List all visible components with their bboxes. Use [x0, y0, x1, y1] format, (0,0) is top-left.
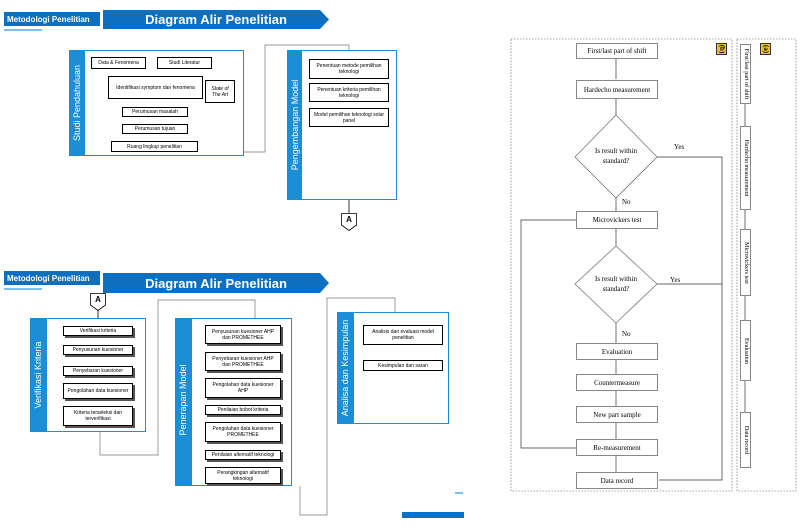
- panel-side-bar: [337, 312, 354, 424]
- flow-box: State of The Art: [205, 80, 235, 103]
- panel-side-bar: [30, 318, 47, 432]
- banner-title: Diagram Alir Penelitian: [103, 273, 329, 293]
- yes-label: Yes: [670, 276, 681, 284]
- no-label: No: [622, 330, 631, 338]
- section-label: Metodologi Penelitian: [4, 271, 100, 285]
- flow-box: Penyusunan kuesioner AHP dan PROMETHEE: [205, 325, 281, 344]
- flow-box: Penyebaran kuesioner AHP dan PROMETHEE: [205, 352, 281, 371]
- section-label: Metodologi Penelitian: [4, 12, 100, 26]
- flow-box: Penyebaran kuesioner: [63, 366, 133, 376]
- flow-box: Identifikasi symptom dan fenomena: [108, 76, 203, 99]
- flow-box: Penilaian bobot kriteria: [205, 405, 281, 415]
- step-box: Data record: [576, 472, 658, 489]
- vertical-step-box: Microvickers test: [740, 229, 751, 296]
- flow-box: Pengolahan data kuesioner: [63, 383, 133, 399]
- flow-box: Studi Literatur: [157, 57, 212, 69]
- connector-a: A: [90, 293, 106, 311]
- flow-box: Perumusan tujuan: [122, 124, 188, 134]
- flow-box: Analisis dan evaluasi model penelitian: [363, 325, 443, 345]
- flow-box: Penyusunan kuesioner: [63, 345, 133, 355]
- no-label: No: [622, 198, 631, 206]
- connector-label: A: [346, 215, 352, 224]
- flow-box: Perangkingan alternatif teknologi: [205, 467, 281, 484]
- flow-box: Penentuan metode pemilihan teknologi: [309, 59, 389, 79]
- decision-text: Is result within standard?: [595, 275, 637, 293]
- label-b-badge: (b): [716, 43, 727, 55]
- vertical-step-box: First/last part of shift: [740, 44, 751, 104]
- yes-label: Yes: [674, 143, 685, 151]
- flow-box: Penentuan kriteria pemilihan teknologi: [309, 83, 389, 102]
- step-box: First/last part of shift: [576, 43, 658, 59]
- panel-side-bar: [287, 50, 302, 200]
- banner-title: Diagram Alir Penelitian: [103, 10, 329, 29]
- flow-box: Perumusan masalah: [122, 107, 188, 117]
- flow-box: Ruang lingkup penelitian: [111, 141, 198, 152]
- flow-box: Kesimpulan dan saran: [363, 360, 443, 371]
- label-a-badge: (a): [760, 43, 771, 55]
- panel-title: Penerapan Model: [178, 364, 188, 436]
- flow-box: Model pemilihan teknologi solar panel: [309, 108, 389, 127]
- panel-title: Pengembangan Model: [290, 79, 300, 171]
- step-box: Countermeasure: [576, 374, 658, 391]
- panel-title: Studi Pendahuluan: [72, 64, 82, 142]
- panel-title: Verifikasi Kriteria: [33, 341, 43, 409]
- step-box: Microvickers test: [576, 211, 658, 229]
- accent-line: [4, 288, 42, 290]
- flow-box: Verifikasi kriteria: [63, 326, 133, 336]
- step-box: Evaluation: [576, 343, 658, 360]
- connector-label: A: [95, 295, 101, 304]
- flow-box: Pengolahan data kuesioner AHP: [205, 378, 281, 398]
- flow-box: Penilaian alternatif teknologi: [205, 450, 281, 460]
- connector-a: A: [341, 213, 357, 231]
- flow-box: Data & Fenomena: [91, 57, 146, 69]
- decision-text: Is result within standard?: [595, 147, 637, 165]
- vertical-step-box: Evaluation: [740, 320, 751, 381]
- flow-box: Pengolahan data kuesioner PROMETHEE: [205, 422, 281, 442]
- flow-box: Kriteria terseleksi dan terverifikasi: [63, 406, 133, 426]
- panel-side-bar: [69, 50, 85, 156]
- panel-title: Analisa dan Kesimpulan: [340, 319, 350, 417]
- step-box: New part sample: [576, 406, 658, 423]
- accent-line: [4, 29, 42, 31]
- panel-side-bar: [175, 318, 192, 486]
- vertical-step-box: Data record: [740, 412, 751, 468]
- step-box: Hardecho measurement: [576, 80, 658, 99]
- vertical-step-box: Hardecho measurement: [740, 126, 751, 210]
- step-box: Re-measurement: [576, 439, 658, 456]
